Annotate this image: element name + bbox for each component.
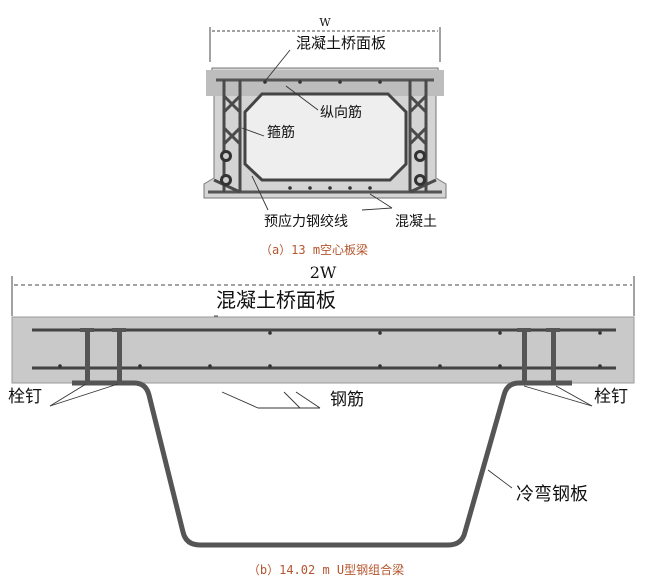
figure-b-deck-label: 混凝土桥面板 (216, 288, 336, 312)
figure-a-leaders (241, 49, 393, 211)
steel-plate-label: 冷弯钢板 (516, 484, 588, 505)
figure-a-deck-label: 混凝土桥面板 (296, 34, 386, 52)
stud-right-label: 栓钉 (594, 387, 628, 407)
figure-a-stirrup-label: 箍筋 (267, 124, 295, 141)
figure-a-longitudinal-label: 纵向筋 (320, 104, 362, 121)
figure-b-width-label: 2W (310, 263, 337, 282)
strand-circles (220, 80, 426, 190)
figure-a-hollow-slab: W (203, 16, 447, 257)
figure-a-width-label: W (319, 16, 331, 29)
shear-stud-right (517, 328, 560, 382)
shear-stud-left (80, 328, 126, 382)
rebar-label: 钢筋 (330, 390, 364, 410)
figure-b-u-beam: 2W (8, 263, 635, 577)
figure-a-strand-label: 预应力钢绞线 (264, 213, 348, 230)
figure-b-width-dimension (11, 276, 635, 316)
deck-slab-band (206, 70, 444, 96)
figure-b-caption: （b）14.02 m U型钢组合梁 (248, 562, 404, 577)
stirrup-left (213, 80, 242, 194)
cold-formed-steel-plate (72, 380, 572, 548)
concrete-deck-slab (11, 316, 635, 384)
figure-a-caption: （a）13 m空心板梁 (260, 242, 368, 257)
stirrup-right (408, 80, 437, 194)
rebar-dots (58, 331, 602, 368)
figure-a-concrete-label: 混凝土 (395, 214, 437, 230)
figure-a-width-dimension (209, 27, 441, 62)
stud-left-label: 栓钉 (8, 387, 42, 407)
figure-b-leaders (49, 315, 593, 489)
